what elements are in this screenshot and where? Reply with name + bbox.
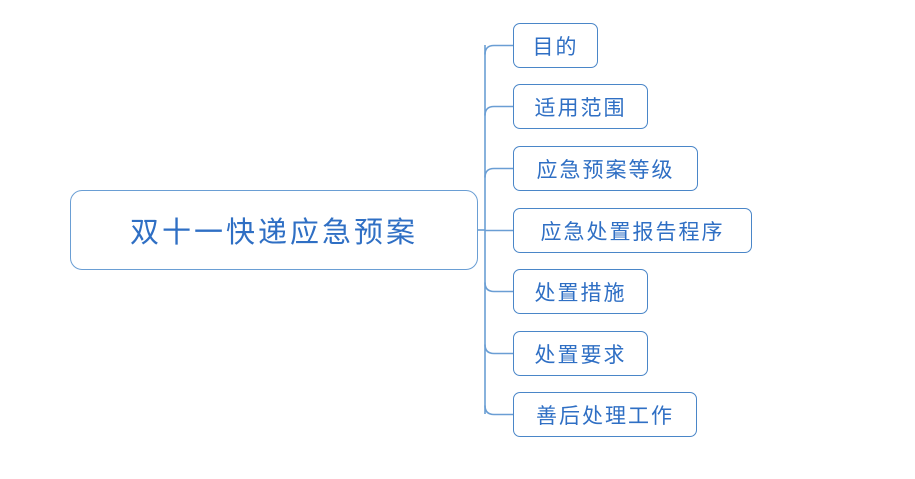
branch-connector-7 <box>484 405 513 416</box>
node-label: 应急预案等级 <box>536 157 675 182</box>
child-node-7[interactable]: 善后处理工作 <box>513 392 697 437</box>
branch-connector-6 <box>484 344 513 355</box>
child-node-1[interactable]: 目的 <box>513 23 598 68</box>
branch-connector-1 <box>484 44 513 55</box>
node-label: 目的 <box>532 34 579 59</box>
node-label: 处置要求 <box>534 342 627 367</box>
branch-connector-2 <box>484 105 513 116</box>
branch-connector-3 <box>484 167 513 178</box>
child-node-2[interactable]: 适用范围 <box>513 84 648 129</box>
child-node-6[interactable]: 处置要求 <box>513 331 648 376</box>
root-node[interactable]: 双十一快递应急预案 <box>70 190 478 270</box>
node-label: 适用范围 <box>534 95 627 120</box>
node-label: 处置措施 <box>534 280 627 305</box>
branch-connector-5 <box>484 282 513 293</box>
child-node-3[interactable]: 应急预案等级 <box>513 146 698 191</box>
child-node-4[interactable]: 应急处置报告程序 <box>513 208 752 253</box>
node-label: 应急处置报告程序 <box>540 219 725 244</box>
node-label: 善后处理工作 <box>536 403 674 428</box>
node-label: 双十一快递应急预案 <box>129 215 418 249</box>
child-node-5[interactable]: 处置措施 <box>513 269 648 314</box>
